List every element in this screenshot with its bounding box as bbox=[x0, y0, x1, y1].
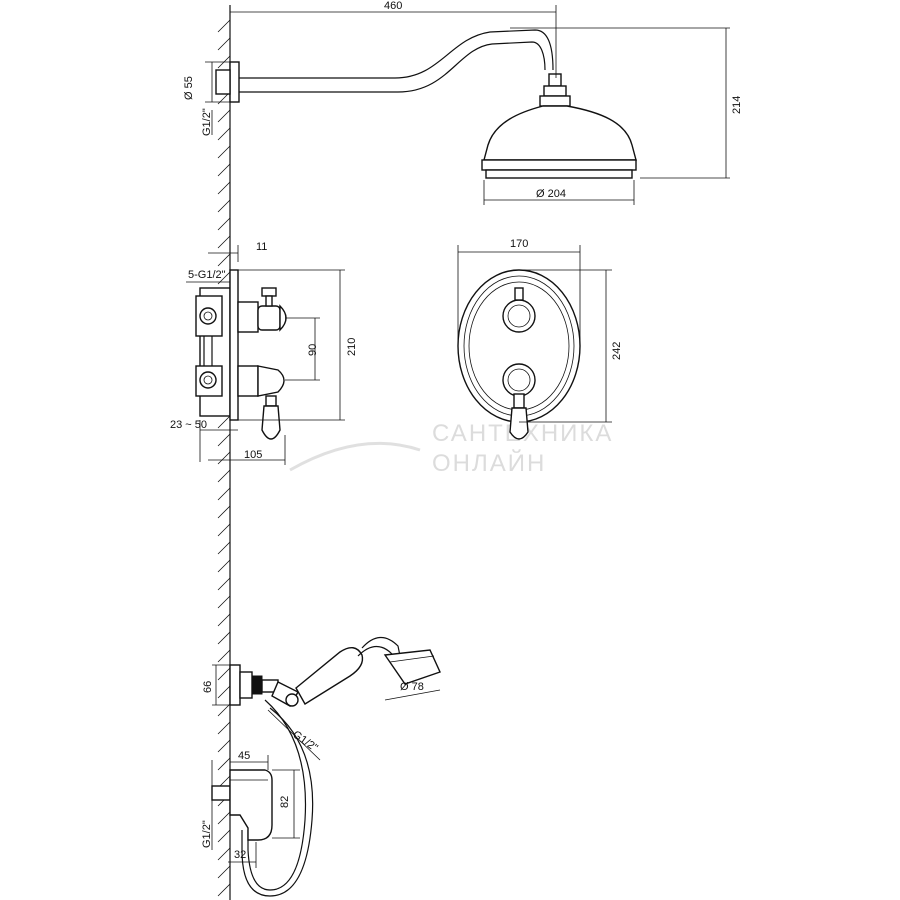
dim-plate-width: 170 bbox=[510, 238, 528, 250]
spout-dimensions: 45 82 G1/2" 32 bbox=[201, 750, 300, 868]
hand-shower-dimensions: 66 Ø 78 G1/2" bbox=[202, 664, 441, 761]
dim-head-diameter: Ø 204 bbox=[536, 188, 566, 200]
mixer-side-view bbox=[195, 269, 287, 440]
hand-shower-handle bbox=[295, 647, 364, 705]
dim-spout-thread: G1/2" bbox=[201, 820, 213, 848]
dim-handle-spacing: 90 bbox=[307, 344, 319, 356]
bath-spout bbox=[211, 769, 273, 841]
dim-elbow-height: 66 bbox=[202, 681, 214, 693]
watermark: САНТЕХНИКА ОНЛАЙН bbox=[289, 420, 611, 477]
dim-mixer-offset: 11 bbox=[256, 241, 267, 253]
wall-elbow-flange bbox=[229, 664, 241, 706]
mixer-dimensions: 11 5-G1/2" 210 90 23 ~ 50 105 bbox=[170, 241, 358, 465]
shower-connector bbox=[215, 69, 231, 95]
overhead-shower bbox=[215, 29, 637, 179]
dim-spout-diameter: 32 bbox=[234, 849, 246, 861]
dim-arm-length: 460 bbox=[384, 0, 402, 12]
hand-shower-assembly bbox=[229, 636, 441, 897]
dim-flange-thread: G1/2" bbox=[201, 108, 213, 136]
dim-wall-range: 23 ~ 50 bbox=[170, 419, 207, 431]
shower-arm bbox=[239, 29, 554, 79]
dim-flange-diameter: Ø 55 bbox=[183, 76, 195, 100]
mixer-plate bbox=[229, 269, 239, 421]
dim-spout-height: 82 bbox=[279, 796, 291, 808]
mixer-lever-handle bbox=[261, 405, 281, 440]
shower-hose bbox=[247, 699, 307, 891]
mixer-front-view bbox=[457, 269, 581, 440]
dim-shower-height: 214 bbox=[731, 96, 743, 114]
dim-mixer-height: 210 bbox=[346, 338, 358, 356]
dim-plate-height: 242 bbox=[611, 342, 623, 360]
dim-hose-thread: G1/2" bbox=[290, 729, 320, 755]
wall bbox=[217, 5, 231, 900]
spout-body bbox=[229, 769, 273, 841]
shower-head bbox=[483, 105, 637, 161]
overhead-dimensions: 460 214 Ø 204 Ø 55 G1/2" bbox=[183, 0, 743, 205]
dim-hand-shower-diameter: Ø 78 bbox=[400, 681, 424, 693]
front-plate-dimensions: 170 242 bbox=[457, 238, 623, 423]
dim-mixer-depth: 105 bbox=[244, 449, 262, 461]
shower-arm-flange bbox=[229, 61, 240, 103]
watermark-line2: ОНЛАЙН bbox=[432, 449, 546, 477]
dim-spout-projection: 45 bbox=[238, 750, 250, 762]
hand-shower-head bbox=[383, 649, 441, 685]
front-lever-handle bbox=[509, 407, 529, 440]
spout-connector bbox=[211, 785, 231, 801]
dim-mixer-outlets: 5-G1/2" bbox=[188, 269, 226, 281]
